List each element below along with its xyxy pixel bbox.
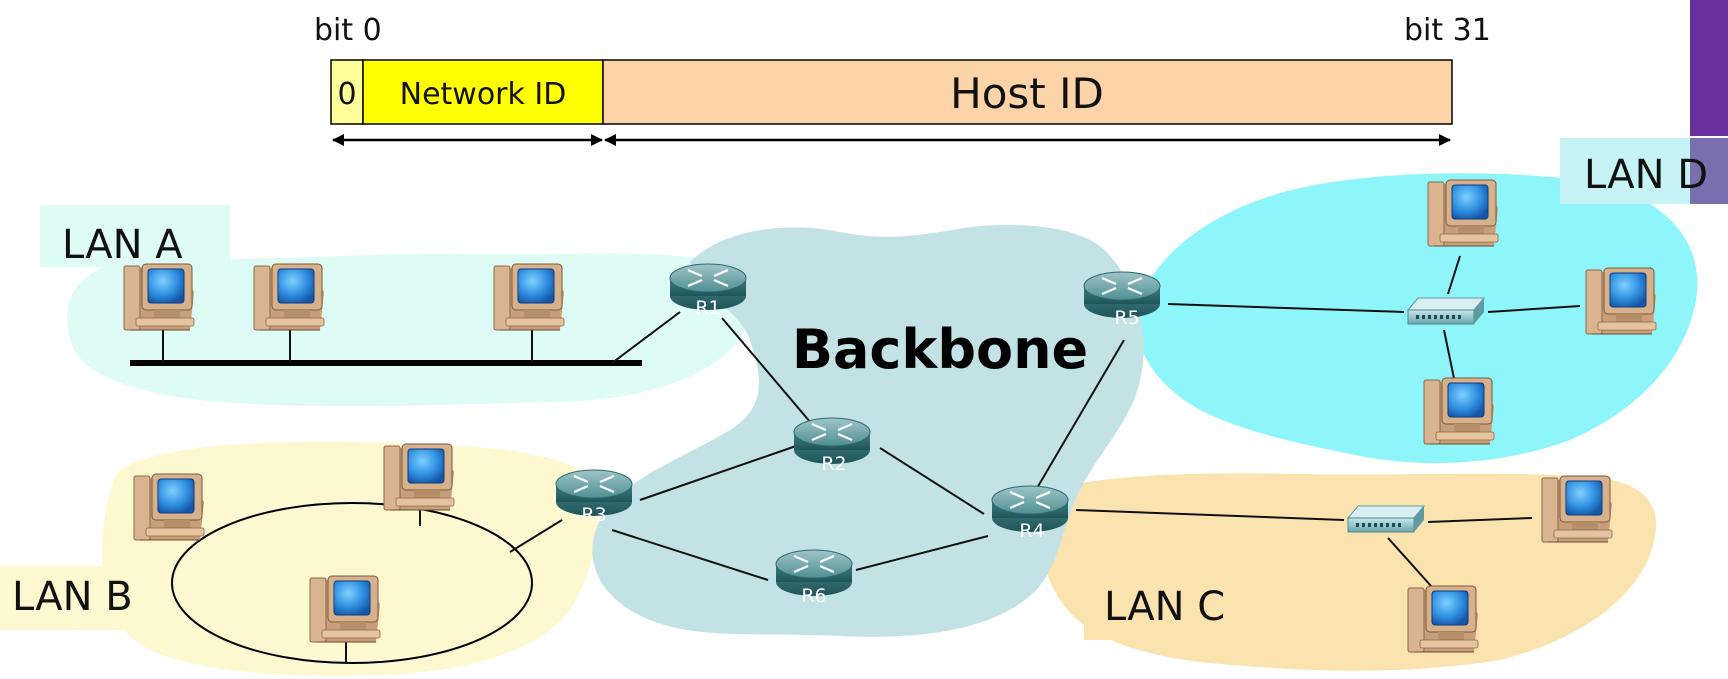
network-id-label: Network ID [400, 77, 567, 112]
lan-c-switch [1347, 505, 1425, 533]
lan-d-switch [1407, 297, 1485, 325]
lan-b-pc-1 [133, 473, 205, 541]
slide-accent-bar [1690, 0, 1728, 136]
lan-b-cloud [101, 441, 599, 676]
lan-c-pc-2 [1407, 585, 1479, 653]
router-r1-label: R1 [695, 297, 720, 319]
lan-a-label: LAN A [62, 222, 183, 268]
lan-b-pc-3 [309, 575, 381, 643]
lan-d-pc-3 [1423, 377, 1495, 445]
host-id-label: Host ID [950, 69, 1104, 118]
host-id-field [602, 59, 1453, 125]
router-r6: R6 [774, 548, 854, 607]
class-bit-label: 0 [337, 77, 356, 112]
router-r2: R2 [792, 416, 872, 475]
lan-b-label-plate [0, 566, 156, 630]
backbone-label: Backbone [792, 318, 1088, 381]
links [130, 255, 1581, 664]
network-id-field [362, 59, 604, 125]
lan-b-pc-2 [383, 443, 455, 511]
lan-b-label: LAN B [12, 574, 133, 620]
lan-b-ring [171, 502, 533, 664]
router-r2-label: R2 [821, 453, 846, 475]
lan-d-pc-2 [1585, 267, 1657, 335]
address-format: bit 0 bit 31 0 Network ID Host ID [314, 13, 1491, 146]
router-r3: R3 [554, 468, 634, 526]
router-r5: R5 [1082, 270, 1162, 329]
router-r5-label: R5 [1114, 307, 1139, 329]
router-r3-label: R3 [581, 504, 606, 526]
class-bit-field [330, 59, 364, 125]
bit-end-label: bit 31 [1404, 13, 1491, 48]
lan-c-pc-1 [1541, 475, 1613, 543]
router-r4: R4 [990, 484, 1070, 542]
lan-c-label: LAN C [1104, 584, 1225, 630]
lan-a-label-plate [40, 205, 230, 267]
router-r6-label: R6 [801, 585, 826, 607]
bit-start-label: bit 0 [314, 13, 382, 48]
lan-a-pc-3 [493, 263, 565, 331]
lan-d-pc-1 [1427, 179, 1499, 247]
router-r4-label: R4 [1019, 520, 1044, 542]
lan-d-accent [1690, 138, 1728, 204]
lan-c-label-plate [1084, 574, 1259, 640]
lan-d-label: LAN D [1584, 152, 1708, 198]
lan-a-cloud [67, 253, 752, 407]
lan-a-pc-2 [253, 263, 325, 331]
router-r1: R1 [668, 262, 748, 319]
lan-a-pc-1 [123, 263, 195, 331]
